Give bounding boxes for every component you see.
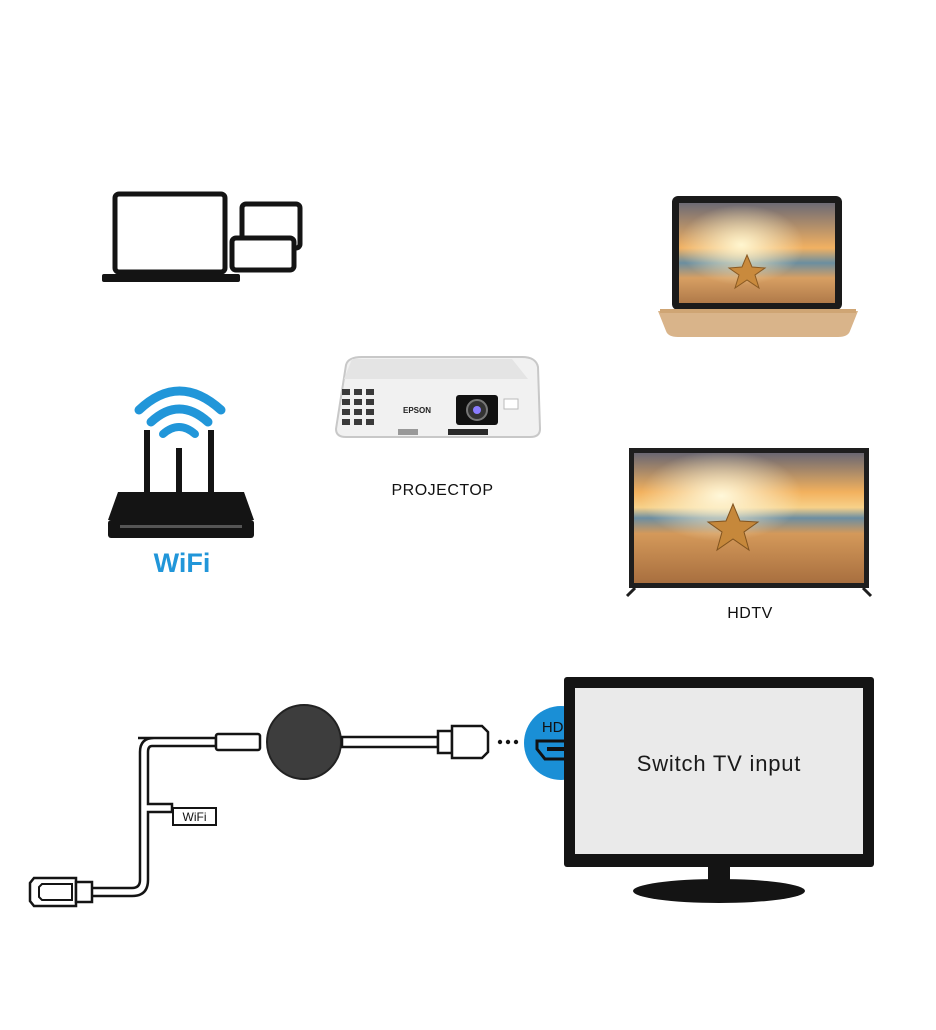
projector-label: PROJECTOP [391,482,494,499]
projector-brand: EPSON [403,406,432,415]
hdtv-label: HDTV [727,605,773,622]
wifi-router-icon [104,380,260,542]
laptop-phone-icon [100,190,310,286]
cable-wifi-tag: WiFi [172,807,217,826]
hdtv-image [625,446,873,598]
laptop-gold-image [652,193,864,343]
dongle-cable-diagram [20,690,540,930]
wifi-label: WiFi [153,548,211,578]
tv-message: Switch TV input [636,751,802,776]
tv-monitor [562,675,876,907]
projector-image [332,353,544,445]
